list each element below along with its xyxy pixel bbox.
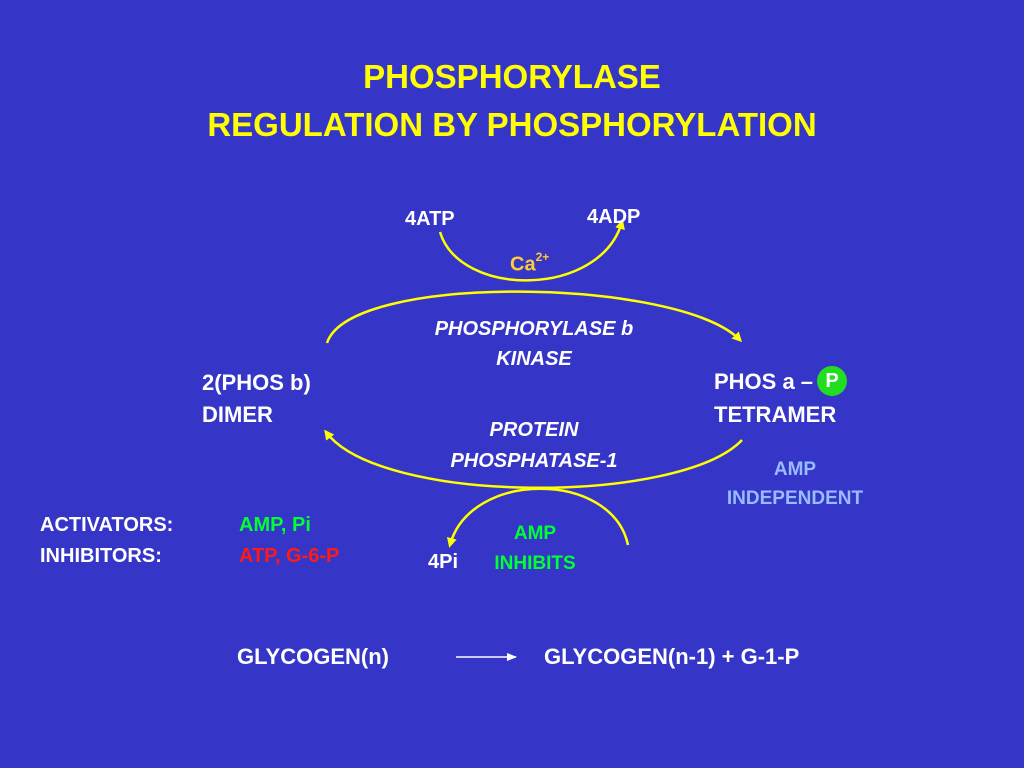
pi-label: 4Pi — [428, 551, 459, 573]
cofactor-label: Ca2+ — [510, 250, 550, 277]
tetramer-label: TETRAMER — [714, 402, 837, 427]
phosphatase-label-1: PROTEIN — [489, 419, 579, 441]
reaction-substrate: GLYCOGEN(n) — [237, 644, 389, 669]
activators-label: ACTIVATORS: — [40, 514, 174, 536]
cofactor-symbol: Ca — [510, 253, 536, 276]
inhibitors-label: INHIBITORS: — [40, 545, 162, 567]
amp-independent-2: INDEPENDENT — [726, 488, 864, 509]
kinase-label-1: PHOSPHORYLASE b — [434, 318, 634, 340]
phosphatase-arrow — [324, 429, 743, 489]
atp-adp-arrow — [438, 219, 625, 282]
atp-label: 4ATP — [405, 208, 455, 230]
amp-independent-1: AMP — [773, 459, 817, 480]
reaction-products: GLYCOGEN(n-1) + G-1-P — [544, 644, 800, 669]
amp-inhibits-1: AMP — [513, 523, 557, 544]
kinase-label-2: KINASE — [496, 348, 572, 370]
activators-value: AMP, Pi — [239, 514, 311, 536]
phos-b-label: 2(PHOS b) — [202, 370, 311, 395]
kinase-arrow — [325, 290, 743, 344]
dimer-label: DIMER — [202, 402, 273, 427]
phosphatase-label-2: PHOSPHATASE-1 — [450, 450, 618, 472]
phos-a-label: PHOS a –P — [714, 366, 848, 398]
phos-a-text: PHOS a – — [714, 368, 814, 394]
pi-release-arrow — [446, 487, 630, 548]
amp-inhibits-2: INHIBITS — [494, 553, 576, 574]
title-line-2: REGULATION BY PHOSPHORYLATION — [207, 106, 817, 143]
title-line-1: PHOSPHORYLASE — [363, 58, 661, 95]
adp-label: 4ADP — [587, 206, 641, 228]
cofactor-charge: 2+ — [535, 250, 550, 264]
inhibitors-value: ATP, G-6-P — [239, 545, 340, 567]
phosphate-badge: P — [817, 366, 848, 396]
